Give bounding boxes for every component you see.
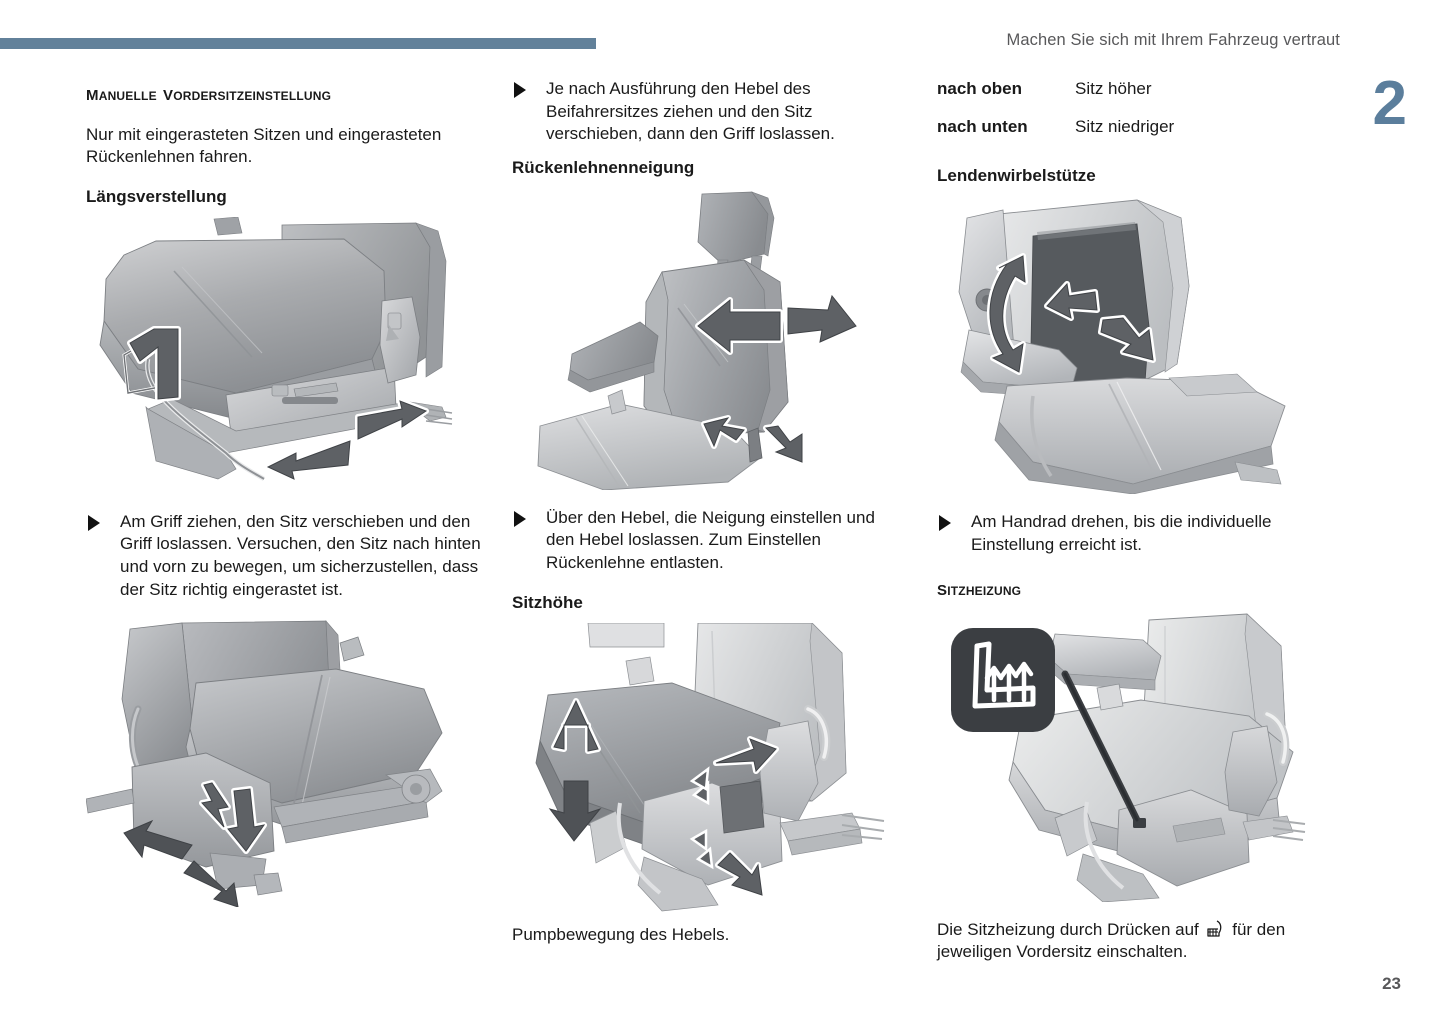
arrow-lever-left [701,414,747,449]
triangle-bullet-icon [514,510,526,527]
seat-heating-illustration [951,613,1306,902]
arrow-tilt-forward [785,292,859,345]
intro-paragraph: Nur mit eingerasteten Sitzen und eingera… [86,124,442,167]
running-header-title: Machen Sie sich mit Ihrem Fahrzeug vertr… [1006,31,1340,49]
seat-rail-lever-detail-illustration [86,620,443,908]
subheading-seat-height: Sitzhöhe [512,592,583,612]
seat-lumbar-support-illustration [958,199,1286,495]
seat-heating-inline-icon [1205,920,1225,939]
section-title-seat-heating: SITZHEIZUNG [937,576,1022,601]
table-row-down: nach unten Sitz niedriger [937,116,1309,138]
figure-seat-height-adjustment [512,622,902,913]
column-right: nach oben Sitz höher nach unten Sitz nie… [937,78,1309,964]
table-row-up: nach oben Sitz höher [937,78,1309,100]
page-number: 23 [1382,974,1401,993]
header-accent-bar [0,38,596,49]
arrow-up [127,325,181,402]
arrow-backward [355,397,429,442]
arrow-tilt-back [695,296,783,355]
bullet-backrest-text: Über den Hebel, die Neigung einstellen u… [546,507,875,572]
figure-seat-lumbar-support [937,196,1309,495]
triangle-bullet-icon [88,514,100,531]
bullet-lumbar-text: Am Handrad drehen, bis die individuelle … [971,512,1272,554]
arrow-lever-up-left [199,780,231,831]
arrow-lumbar-out [1098,315,1156,364]
arrow-pump-up [689,735,779,805]
seat-heating-text-before: Die Sitzheizung durch Drücken auf [937,919,1199,939]
seat-heating-text-after: für den jeweiligen Vordersitz einschalte… [937,919,1286,962]
figure-seat-backrest-tilt [512,190,902,490]
seat-height-adjustment-illustration [535,622,885,911]
arrow-lumbar-in [1044,281,1100,322]
triangle-bullet-icon [514,82,526,98]
arrow-lumbar-rotate [986,253,1028,376]
figure-seat-longitudinal-adjustment [86,216,490,489]
column-middle: Je nach Ausführung den Hebel des Beifahr… [512,78,902,946]
seat-heating-icon [951,627,1055,732]
subheading-backrest-tilt: Rückenlehnenneigung [512,157,695,177]
table-key-down: nach unten [937,117,1028,137]
figure-seat-heating [937,612,1309,902]
arrow-slide-back [123,820,193,860]
arrow-pump-down [689,828,765,898]
seat-backrest-tilt-illustration [537,191,859,490]
table-value-down: Sitz niedriger [1075,117,1175,137]
column-left: MANUELLE VORDERSITZEINSTELLUNG Nur mit e… [86,78,490,908]
chapter-number: 2 [1372,69,1407,138]
table-key-up: nach oben [937,79,1023,98]
bullet-longitudinal-text: Am Griff ziehen, den Sitz verschieben un… [120,511,481,599]
subheading-longitudinal-adjustment: Längsverstellung [86,186,227,206]
seat-heating-instruction: Die Sitzheizung durch Drücken auf für de… [937,919,1309,964]
arrow-lever-right [763,422,805,465]
arrow-height-up [551,697,601,754]
bullet-passenger-text: Je nach Ausführung den Hebel des Beifahr… [546,79,835,144]
bullet-backrest-instruction: Über den Hebel, die Neigung einstellen u… [512,507,902,575]
triangle-bullet-icon [939,515,951,532]
arrow-slide-forward [183,860,239,908]
subheading-lumbar-support: Lendenwirbelstütze [937,166,1096,186]
bullet-passenger-seat-instruction: Je nach Ausführung den Hebel des Beifahr… [512,78,902,146]
section-title-manual-front-seat-adjustment: MANUELLE VORDERSITZEINSTELLUNG [86,81,332,105]
caption-pump-motion: Pumpbewegung des Hebels. [512,924,730,944]
arrow-lever-down [225,786,267,855]
arrow-forward [265,437,353,482]
bullet-longitudinal-instruction: Am Griff ziehen, den Sitz verschieben un… [86,511,490,601]
arrow-height-down [548,780,602,842]
table-value-up: Sitz höher [1075,79,1152,98]
bullet-lumbar-instruction: Am Handrad drehen, bis die individuelle … [937,511,1309,556]
seat-longitudinal-adjustment-illustration [99,216,453,482]
figure-seat-rail-lever-detail [86,607,490,908]
